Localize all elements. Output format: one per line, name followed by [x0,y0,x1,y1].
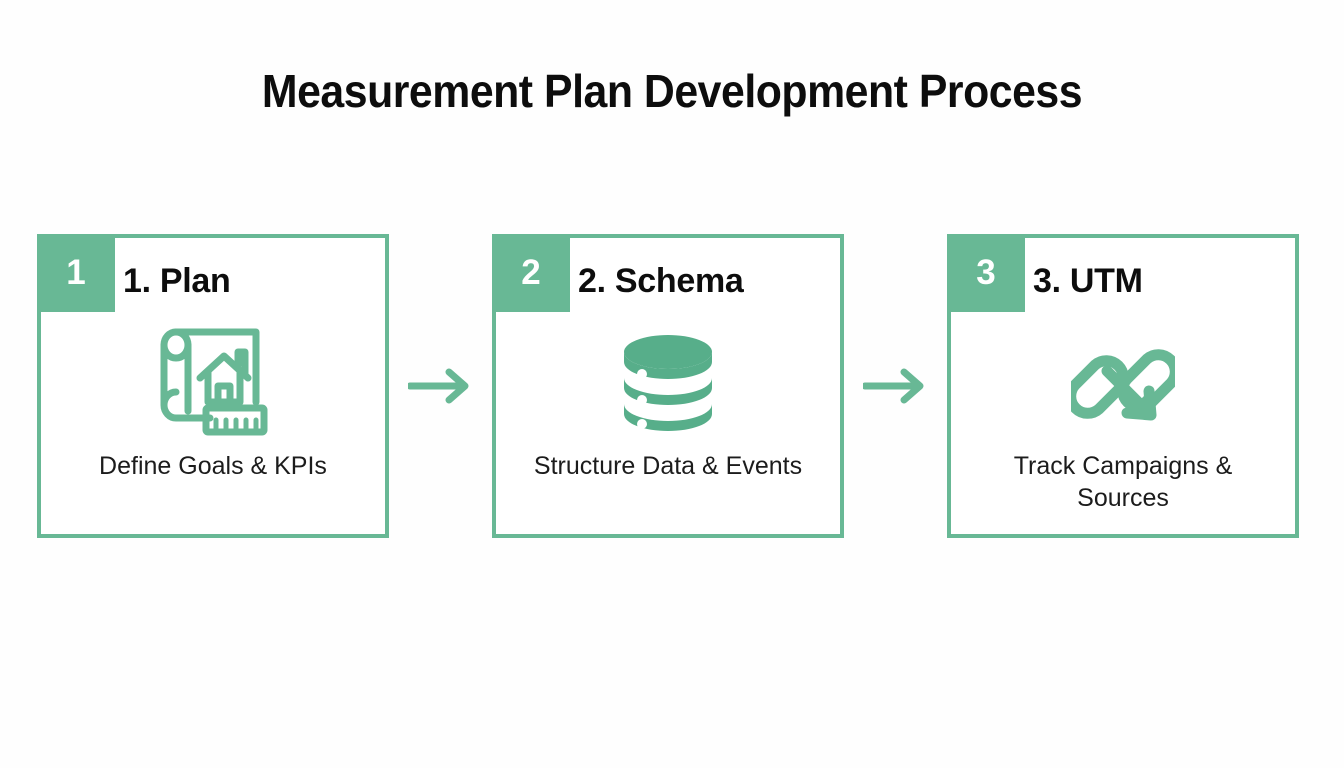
process-step-card-2[interactable]: 2 2. Schema Structure Data [492,234,844,538]
process-step-card-3[interactable]: 3 3. UTM Track Campaigns & Sources [947,234,1299,538]
link-arrow-icon [951,324,1295,444]
step-title: 1. Plan [123,261,231,300]
step-caption: Structure Data & Events [533,452,803,480]
step-title: 2. Schema [578,261,744,300]
page-title: Measurement Plan Development Process [261,65,1083,117]
database-icon [496,324,840,444]
blueprint-icon [41,324,385,444]
process-flow: 1 1. Plan [37,234,1299,538]
step-title: 3. UTM [1033,261,1143,300]
step-number-badge: 3 [947,234,1025,312]
arrow-right-icon [844,234,947,538]
step-number-badge: 1 [37,234,115,312]
step-caption: Track Campaigns & Sources [1013,452,1233,512]
process-step-card-1[interactable]: 1 1. Plan [37,234,389,538]
arrow-right-icon [389,234,492,538]
step-caption: Define Goals & KPIs [99,452,327,480]
step-number-badge: 2 [492,234,570,312]
